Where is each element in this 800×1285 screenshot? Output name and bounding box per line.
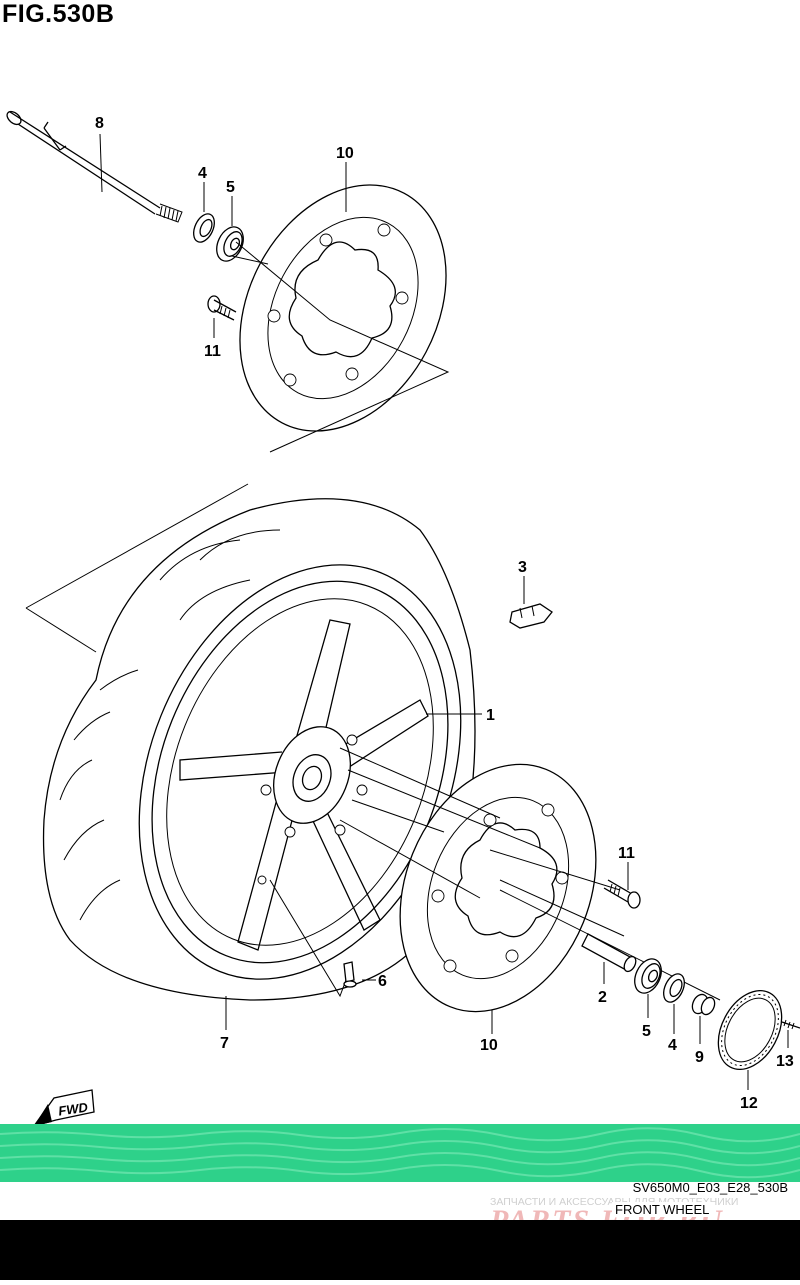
diagram-code: SV650M0_E03_E28_530B bbox=[632, 1180, 788, 1195]
disc-bolt-top bbox=[207, 295, 237, 321]
callout-10-top: 10 bbox=[336, 145, 354, 162]
callout-10-bottom: 10 bbox=[480, 1037, 498, 1054]
callout-7: 7 bbox=[220, 1035, 229, 1052]
callout-4-top: 4 bbox=[198, 165, 207, 182]
oil-seal-bottom bbox=[663, 973, 685, 1003]
oil-seal-top bbox=[193, 213, 215, 243]
sensor-screw bbox=[781, 1019, 800, 1030]
rubber-damper bbox=[509, 603, 553, 629]
bottom-black-bar bbox=[0, 1220, 800, 1280]
callout-3: 3 bbox=[518, 559, 527, 576]
callout-2: 2 bbox=[598, 989, 607, 1006]
callout-5-top: 5 bbox=[226, 179, 235, 196]
callout-11-bottom: 11 bbox=[618, 845, 635, 862]
axle-collar bbox=[691, 993, 716, 1016]
callout-1: 1 bbox=[486, 707, 495, 724]
front-axle bbox=[6, 110, 183, 223]
callout-11-top: 11 bbox=[204, 343, 221, 360]
callout-5-bottom: 5 bbox=[642, 1023, 651, 1040]
air-valve bbox=[343, 961, 357, 988]
callout-12: 12 bbox=[740, 1095, 758, 1112]
callout-4-bottom: 4 bbox=[668, 1037, 677, 1054]
disc-bolt-bottom bbox=[603, 879, 641, 909]
bearing-top bbox=[216, 226, 244, 262]
fwd-label: FWD bbox=[57, 1100, 89, 1119]
wheel-spacer bbox=[581, 933, 637, 973]
forward-arrow: FWD bbox=[32, 1089, 95, 1128]
leader-lines bbox=[99, 133, 789, 1090]
callout-9: 9 bbox=[695, 1049, 704, 1066]
diagram-caption: FRONT WHEEL bbox=[612, 1202, 713, 1217]
bearing-bottom bbox=[634, 958, 662, 994]
callout-6: 6 bbox=[378, 973, 387, 990]
diagram-footer: SV650M0_E03_E28_530B PARTS FOR.RU ЗАПЧАС… bbox=[0, 1180, 800, 1237]
brake-disc-bottom bbox=[399, 763, 597, 1013]
callout-8: 8 bbox=[95, 115, 104, 132]
green-overlay-band bbox=[0, 1124, 800, 1182]
figure-title: FIG.530B bbox=[2, 0, 115, 28]
abs-sensor-ring bbox=[717, 990, 783, 1070]
callout-13: 13 bbox=[776, 1053, 794, 1070]
